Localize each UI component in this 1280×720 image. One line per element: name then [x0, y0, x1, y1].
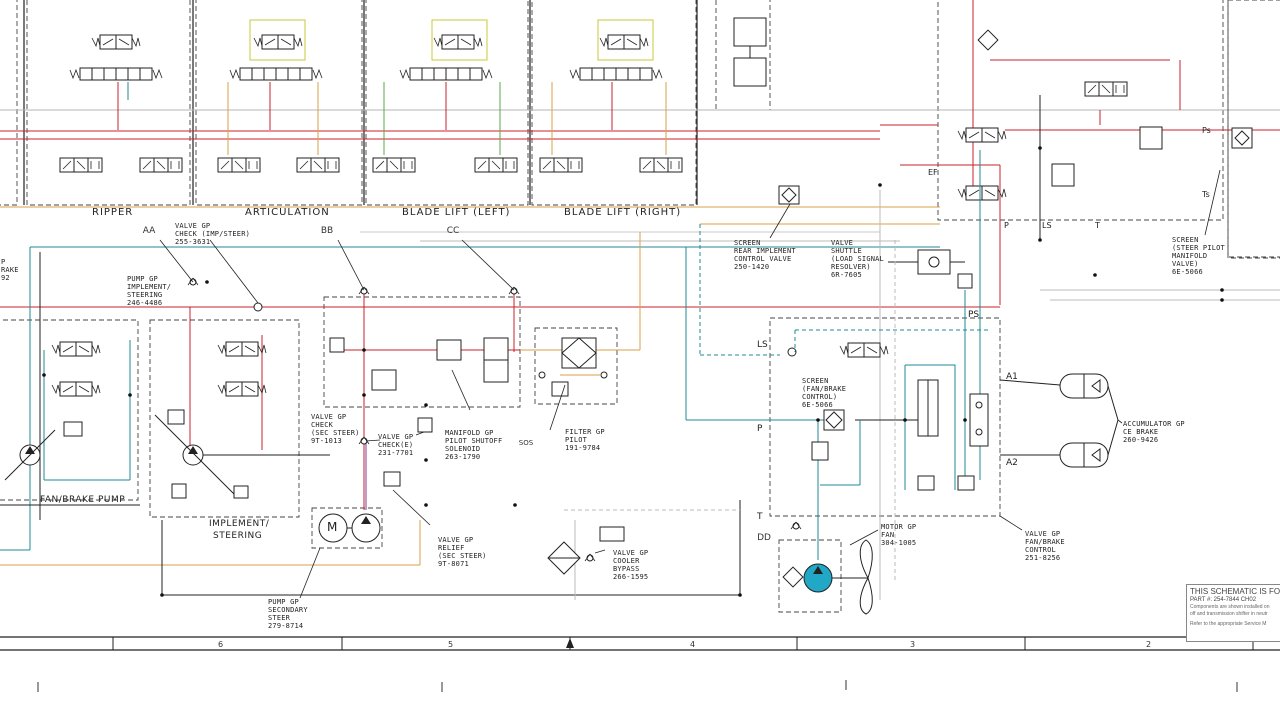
- secondary-pump-box: [311, 507, 383, 549]
- tag-bb: BB: [316, 220, 338, 242]
- note-title: THIS SCHEMATIC IS FO: [1190, 587, 1280, 596]
- label-pump-secondary: PUMP GP SECONDARY STEER 279-8714: [268, 598, 308, 630]
- pilot-lines-upper: [0, 109, 1280, 248]
- port-ps: PS: [968, 310, 980, 320]
- fan-brake-pump-components: [4, 341, 101, 481]
- tag-dd: DD: [753, 527, 775, 549]
- label-screen-rear: SCREEN REAR IMPLEMENT CONTROL VALVE 250-…: [734, 239, 796, 271]
- port-ts-right: Ts: [1202, 190, 1210, 199]
- note-line-3: Refer to the appropriate Service M: [1190, 621, 1267, 627]
- fan-brake-control-components: [787, 329, 990, 491]
- port-a1: A1: [1006, 372, 1018, 382]
- port-p: P: [757, 424, 763, 434]
- section-blade-lift-right: BLADE LIFT (RIGHT): [564, 207, 682, 218]
- blade-lift-right-valves: [539, 19, 683, 173]
- zone-2: 2: [1146, 640, 1152, 649]
- label-filter-pilot: FILTER GP PILOT 191-9784: [565, 428, 605, 452]
- filter-box: [534, 327, 618, 405]
- section-articulation: ARTICULATION: [245, 207, 330, 218]
- implement-pump-box: [149, 319, 300, 518]
- label-left-cut-2: RAKE: [1, 266, 19, 274]
- section-implement-steering-2: STEERING: [213, 531, 263, 541]
- label-valve-fan-brake: VALVE GP FAN/BRAKE CONTROL 251-8256: [1025, 530, 1065, 562]
- port-ef: EF: [928, 168, 938, 177]
- note-part: PART #: 254-7844 CH02: [1190, 597, 1257, 603]
- junction-dots: [42, 146, 1224, 597]
- ripper-valves: [59, 34, 183, 173]
- blade-lift-left-valves: [372, 19, 518, 173]
- label-screen-fan: SCREEN (FAN/BRAKE CONTROL) 6E-5066: [802, 377, 847, 409]
- tag-sos: SOS: [515, 432, 537, 454]
- label-valve-shuttle: VALVE SHUTTLE (LOAD SIGNAL RESOLVER) 6R-…: [831, 239, 884, 279]
- zone-6: 6: [218, 640, 224, 649]
- label-valve-check-imp: VALVE GP CHECK (IMP/STEER) 255-3631: [175, 222, 251, 246]
- section-fan-brake-pump: FAN/BRAKE PUMP: [40, 495, 126, 505]
- title-block-note: THIS SCHEMATIC IS FO PART #: 254-7844 CH…: [1186, 584, 1280, 642]
- label-motor-fan: MOTOR GP FAN 304-1005: [881, 523, 917, 547]
- label-screen-steer: SCREEN (STEER PILOT MANIFOLD VALVE) 6E-5…: [1172, 236, 1225, 276]
- section-implement-steering-1: IMPLEMENT/: [209, 519, 270, 529]
- port-t-top: T: [1095, 221, 1100, 230]
- accumulators: [1059, 373, 1119, 468]
- rear-control-box: [733, 17, 767, 87]
- motor-symbol: M: [327, 520, 338, 534]
- manifold-box: [323, 296, 521, 408]
- port-t-motor: T: [757, 512, 763, 522]
- title-border: [0, 636, 1280, 692]
- note-line-1: Components are shown installed on: [1190, 604, 1270, 610]
- section-blade-lift-left: BLADE LIFT (LEFT): [402, 207, 511, 218]
- label-left-cut-1: P: [1, 258, 6, 266]
- manifold-components: [329, 286, 520, 487]
- right-edge-box: [1227, 0, 1280, 259]
- fan-motor: [782, 521, 873, 615]
- port-ls: LS: [757, 340, 768, 350]
- tag-cc: CC: [442, 220, 464, 242]
- articulation-valves: [217, 19, 340, 173]
- section-ripper: RIPPER: [92, 207, 134, 218]
- fan-brake-pump-box: [0, 319, 139, 501]
- pressure-lines-middle: [0, 150, 1280, 600]
- fan-motor-box: [778, 539, 842, 613]
- label-left-cut-3: 92: [1, 274, 10, 282]
- zone-4: 4: [690, 640, 696, 649]
- leader-lines: [159, 169, 1221, 599]
- label-valve-cooler: VALVE GP COOLER BYPASS 266-1595: [613, 549, 649, 581]
- fan-brake-control-box: [769, 317, 1001, 517]
- port-ps-right: Ps: [1202, 126, 1211, 135]
- zone-3: 3: [910, 640, 916, 649]
- label-valve-relief: VALVE GP RELIEF (SEC STEER) 9T-8071: [438, 536, 487, 568]
- label-manifold: MANIFOLD GP PILOT SHUTOFF SOLENOID 263-1…: [445, 429, 503, 461]
- rear-screen: [778, 185, 800, 205]
- filter-components: [538, 337, 608, 397]
- port-a2: A2: [1006, 458, 1018, 468]
- shuttle-valve: [888, 249, 973, 289]
- label-accumulator: ACCUMULATOR GP CE BRAKE 260-9426: [1123, 420, 1185, 444]
- label-valve-check-sec: VALVE GP CHECK (SEC STEER) 9T-1013: [311, 413, 360, 445]
- implement-pump-components: [154, 277, 330, 499]
- zone-5: 5: [448, 640, 454, 649]
- port-ls-top: LS: [1042, 221, 1052, 230]
- label-pump-implement: PUMP GP IMPLEMENT/ STEERING 246-4486: [127, 275, 172, 307]
- tag-aa: AA: [138, 220, 160, 242]
- note-line-2: off and transmission shifter in neutr: [1190, 611, 1268, 617]
- cooler-bypass: [547, 526, 625, 575]
- port-p-top: P: [1004, 221, 1009, 230]
- steer-pilot-manifold: [900, 0, 1280, 305]
- label-valve-check-e: VALVE GP CHECK(E) 231-7701: [378, 433, 414, 457]
- secondary-steer-pump: [318, 513, 381, 543]
